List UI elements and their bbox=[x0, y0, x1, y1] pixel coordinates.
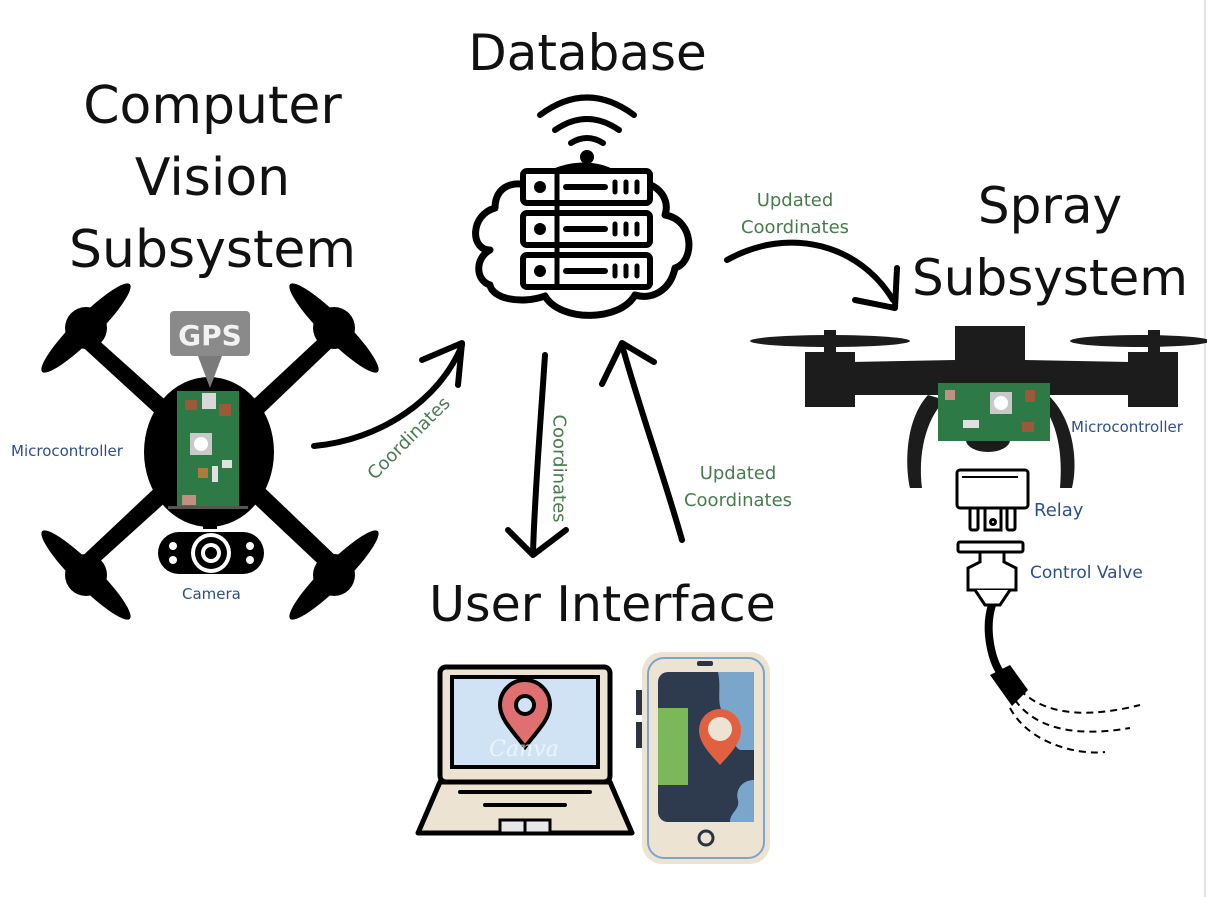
spray-title-line-1: Spray bbox=[977, 177, 1123, 235]
camera-icon bbox=[158, 519, 264, 574]
edge-label-spray-line-1: Updated bbox=[756, 190, 834, 211]
spray-nozzle-icon bbox=[984, 603, 1028, 706]
edge-label-ui-line-2: Coordinates bbox=[683, 490, 793, 511]
edge-label-spray-line-2: Coordinates bbox=[740, 217, 850, 238]
spray-microcontroller-label: Microcontroller bbox=[1071, 418, 1183, 436]
microcontroller-board-icon bbox=[168, 391, 248, 509]
smartphone-icon bbox=[636, 652, 770, 864]
spray-mist-icon bbox=[1009, 689, 1141, 754]
edge-label-database-to-ui: Coordinates bbox=[548, 414, 570, 523]
phone-location-pin-icon bbox=[699, 709, 741, 765]
database-title: Database bbox=[468, 24, 707, 82]
propeller-top-left bbox=[41, 283, 131, 373]
propeller-bottom-left bbox=[41, 530, 131, 620]
control-valve-label: Control Valve bbox=[1030, 563, 1143, 583]
arrowhead-database-to-ui bbox=[505, 527, 569, 558]
propeller-top-right bbox=[289, 283, 379, 373]
spray-subsystem-title: Spray Subsystem bbox=[895, 170, 1205, 314]
camera-label: Camera bbox=[182, 585, 241, 603]
wifi-icon bbox=[537, 94, 637, 146]
arrow-database-to-ui bbox=[530, 352, 548, 555]
spray-microcontroller-board-icon bbox=[938, 383, 1050, 441]
spray-title-line-2: Subsystem bbox=[912, 249, 1188, 307]
database-cloud-server-icon bbox=[472, 94, 693, 319]
arrowhead-ui-to-database bbox=[599, 340, 657, 387]
arrowhead-cv-to-database bbox=[419, 340, 465, 388]
cv-title-line-2: Vision bbox=[134, 148, 291, 208]
gps-marker-icon: GPS bbox=[170, 311, 250, 388]
location-pin-icon bbox=[497, 678, 553, 751]
arrow-cv-to-database bbox=[311, 342, 465, 449]
cv-title-line-3: Subsystem bbox=[69, 220, 356, 280]
page-right-border bbox=[1204, 0, 1206, 897]
control-valve-icon bbox=[956, 540, 1025, 607]
cv-subsystem-title: Computer Vision Subsystem bbox=[40, 70, 385, 286]
arrow-database-to-spray bbox=[724, 239, 896, 303]
propeller-bottom-right bbox=[289, 530, 379, 620]
spray-drone-icon bbox=[750, 326, 1207, 488]
cv-microcontroller-label: Microcontroller bbox=[11, 442, 123, 460]
relay-icon bbox=[955, 468, 1030, 532]
edge-label-ui-to-database: Updated Coordinates bbox=[678, 460, 798, 514]
user-interface-title: User Interface bbox=[429, 576, 776, 633]
canva-watermark: Canva bbox=[489, 737, 559, 762]
laptop-icon: Canva bbox=[415, 664, 635, 836]
arrowhead-database-to-spray bbox=[852, 265, 900, 311]
cv-title-line-1: Computer bbox=[83, 76, 342, 136]
edge-label-database-to-spray: Updated Coordinates bbox=[735, 187, 855, 241]
relay-label: Relay bbox=[1034, 500, 1084, 521]
edge-label-ui-line-1: Updated bbox=[699, 463, 777, 484]
arrow-ui-to-database bbox=[619, 342, 685, 543]
gps-label: GPS bbox=[178, 319, 242, 352]
